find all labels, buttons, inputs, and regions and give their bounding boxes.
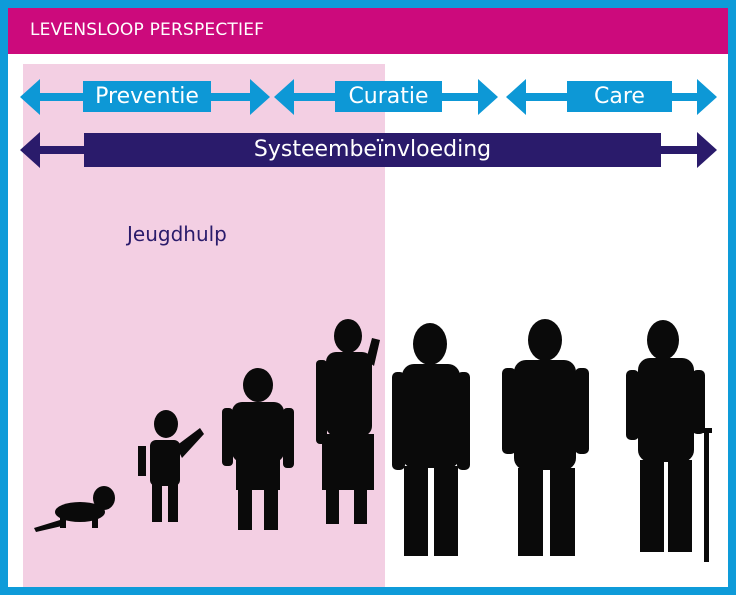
elderly-silhouette <box>626 320 712 562</box>
header-title: LEVENSLOOP PERSPECTIEF <box>30 20 265 40</box>
jeugdhulp-label: Jeugdhulp <box>127 222 227 246</box>
header-bar: LEVENSLOOP PERSPECTIEF <box>8 8 728 54</box>
child-silhouette <box>222 368 294 530</box>
phase-label-preventie: Preventie <box>83 81 211 112</box>
system-label: Systeembeïnvloeding <box>84 133 661 167</box>
middle-aged-silhouette <box>502 319 589 556</box>
phase-label-care: Care <box>567 81 672 112</box>
adult-silhouette <box>392 323 470 556</box>
teen-silhouette <box>316 319 380 524</box>
phase-label-curatie: Curatie <box>335 81 442 112</box>
toddler-silhouette <box>138 410 204 522</box>
baby-silhouette <box>34 486 115 532</box>
